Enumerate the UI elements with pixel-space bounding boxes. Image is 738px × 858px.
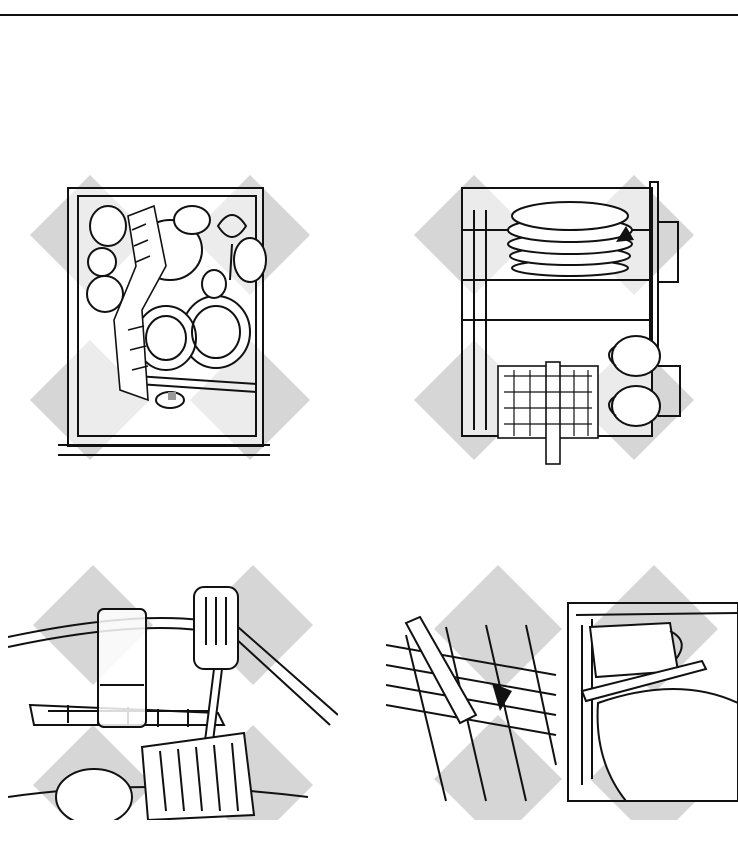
fold-down-shelf-illustration [8, 565, 338, 820]
figure-lower-rack-front-view [404, 170, 704, 470]
dish-rack-top-view-illustration [20, 170, 320, 470]
header-rule [0, 14, 738, 16]
figure-upper-rack-top-view [20, 170, 320, 470]
plates-and-cups-rack-illustration [404, 170, 704, 470]
figure-rack-closeup-pair [386, 565, 738, 820]
plates-stack [508, 202, 632, 276]
cutlery-basket [498, 362, 598, 464]
rack-tines-closeup-illustration [386, 565, 738, 820]
glass [98, 609, 146, 727]
figure-rack-shelf-with-spatula [8, 565, 338, 820]
